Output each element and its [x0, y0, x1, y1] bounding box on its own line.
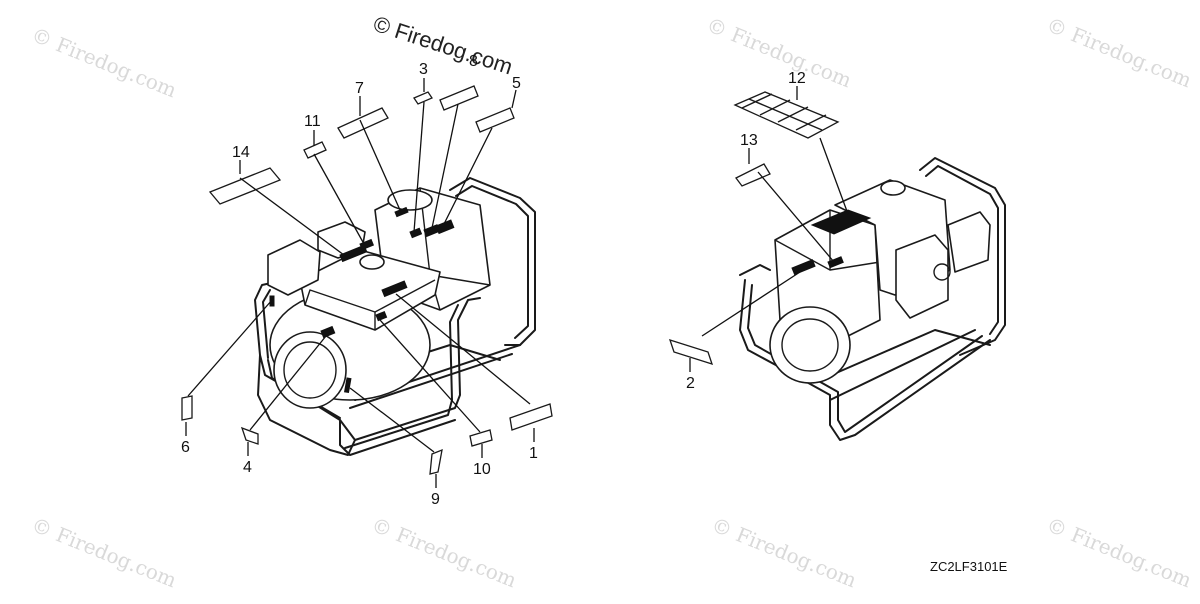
callout-1: 1	[529, 445, 538, 462]
decal-10	[469, 429, 493, 447]
callout-14: 14	[232, 144, 250, 161]
callout-3: 3	[419, 61, 428, 78]
watermark-text: © Firedog.com	[368, 512, 520, 592]
callout-9: 9	[431, 491, 440, 508]
decal-2	[668, 338, 714, 366]
watermark-main: © Firedog.com	[370, 11, 515, 79]
callout-13: 13	[740, 132, 758, 149]
decal-7	[337, 107, 389, 139]
decal-9	[429, 448, 443, 475]
decal-5	[475, 107, 515, 133]
frame-right-back	[919, 157, 1006, 356]
callout-4: 4	[243, 459, 252, 476]
watermark-text: © Firedog.com	[28, 22, 180, 102]
decal-6	[181, 395, 193, 421]
watermark-text: © Firedog.com	[703, 12, 855, 92]
callout-5: 5	[512, 75, 521, 92]
watermark-text: © Firedog.com	[28, 512, 180, 592]
decal-11	[303, 141, 327, 159]
muffler	[947, 211, 991, 273]
frame-right-front	[739, 279, 991, 441]
callout-11: 11	[304, 113, 321, 130]
decal-12	[733, 91, 840, 139]
pump-outlet	[273, 331, 347, 409]
decal-13	[735, 163, 771, 187]
decal-4	[240, 426, 259, 445]
fuel-cap	[359, 254, 385, 270]
callout-group-right: 12 13 2	[686, 70, 806, 392]
recoil-starter	[895, 234, 949, 319]
pump-left-illustration	[181, 78, 553, 488]
decal-8	[439, 85, 479, 111]
callout-6: 6	[181, 439, 190, 456]
decal-3	[413, 91, 433, 105]
decal-14	[208, 167, 282, 205]
callout-7: 7	[355, 80, 364, 97]
watermark-text: © Firedog.com	[1043, 512, 1195, 592]
air-cleaner	[267, 239, 321, 296]
watermark-text: © Firedog.com	[708, 512, 860, 592]
watermark-group: © Firedog.com © Firedog.com © Firedog.co…	[28, 11, 1195, 592]
drawing-code: ZC2LF3101E	[930, 559, 1008, 574]
watermark-text: © Firedog.com	[1043, 12, 1195, 92]
callout-group-left: 14 11 7 3 8 5 6 4 9 10 1	[181, 53, 538, 508]
decal-1	[509, 403, 553, 431]
pump-right-illustration	[668, 86, 1006, 441]
callout-10: 10	[473, 461, 491, 478]
callout-2: 2	[686, 375, 695, 392]
callout-8: 8	[469, 53, 478, 70]
callout-12: 12	[788, 70, 806, 87]
